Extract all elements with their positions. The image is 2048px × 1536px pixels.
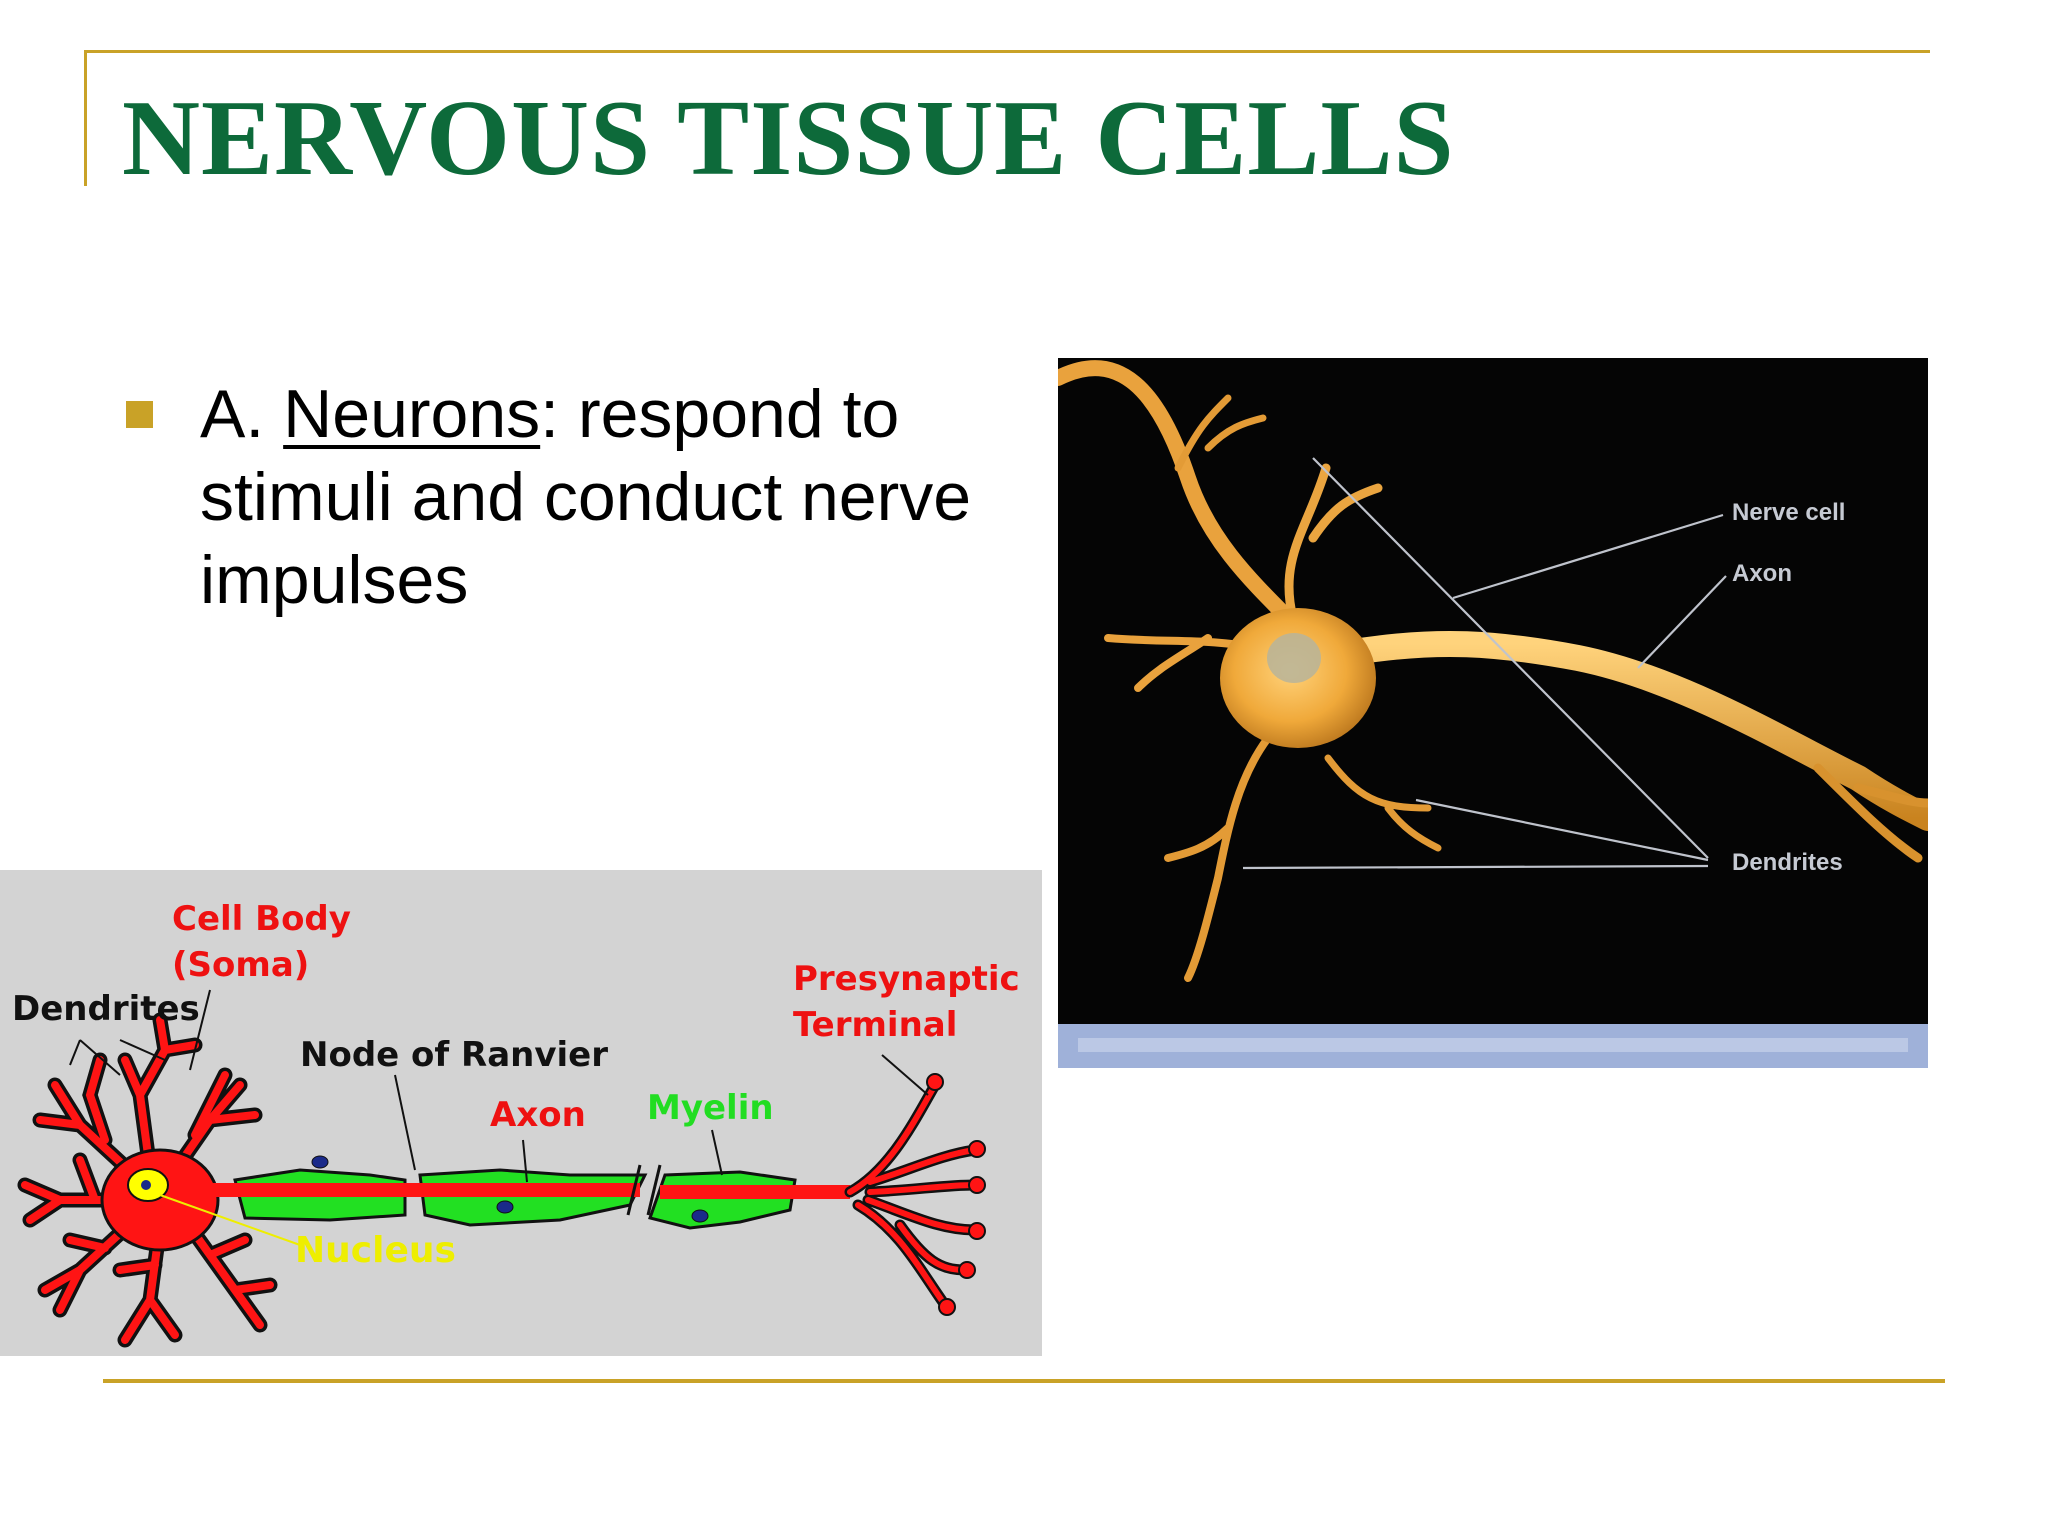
label-dendrites: Dendrites: [12, 989, 200, 1029]
top-rule: [84, 50, 1930, 53]
left-rule: [84, 50, 87, 186]
label-terminal: Terminal: [793, 1005, 957, 1045]
photo-label-axon: Axon: [1732, 560, 1792, 587]
bullet-term: Neurons: [283, 376, 541, 452]
label-node-of-ranvier: Node of Ranvier: [300, 1035, 608, 1075]
slide-title: NERVOUS TISSUE CELLS: [122, 79, 1455, 198]
schwann-nuclei: [311, 1155, 709, 1223]
nucleolus-shape: [141, 1180, 151, 1190]
bottom-rule: [103, 1379, 1945, 1383]
photo-caption-blur: [1078, 1038, 1908, 1052]
nucleus-leader-line: [159, 1194, 301, 1246]
diagram-leader-lines: [69, 989, 929, 1183]
label-axon: Axon: [490, 1095, 586, 1135]
neuron-micrograph: Nerve cell Axon Dendrites: [1058, 358, 1928, 1068]
photo-leader-lines: [1242, 457, 1727, 870]
square-bullet-icon: [126, 401, 153, 428]
diagram-background: [0, 870, 1042, 1356]
dendrites-shape: [17, 1012, 278, 1348]
bullet-rest: : respond to stimuli and conduct nerve i…: [200, 376, 972, 618]
photo-label-dendrites: Dendrites: [1732, 849, 1843, 876]
label-myelin: Myelin: [647, 1088, 774, 1128]
label-cell-body: Cell Body: [172, 899, 351, 939]
micrograph-background: [1058, 358, 1928, 1026]
photo-label-nerve-cell: Nerve cell: [1732, 499, 1845, 526]
label-presynaptic: Presynaptic: [793, 959, 1020, 999]
bullet-prefix: A.: [200, 376, 284, 452]
soma-shape: [100, 1148, 220, 1252]
neuron-diagram: Cell Body (Soma) Dendrites Node of Ranvi…: [0, 870, 1042, 1356]
axon-shape: [205, 1183, 850, 1199]
label-nucleus: Nucleus: [295, 1230, 456, 1271]
axon-terminals: [844, 1073, 986, 1316]
nucleus-photo: [1267, 633, 1321, 683]
bullet-text: A. Neurons: respond to stimuli and condu…: [200, 373, 1020, 622]
axon-break: [626, 1164, 662, 1216]
label-soma: (Soma): [172, 945, 309, 985]
neuron-photo-shape: [1058, 360, 1928, 982]
